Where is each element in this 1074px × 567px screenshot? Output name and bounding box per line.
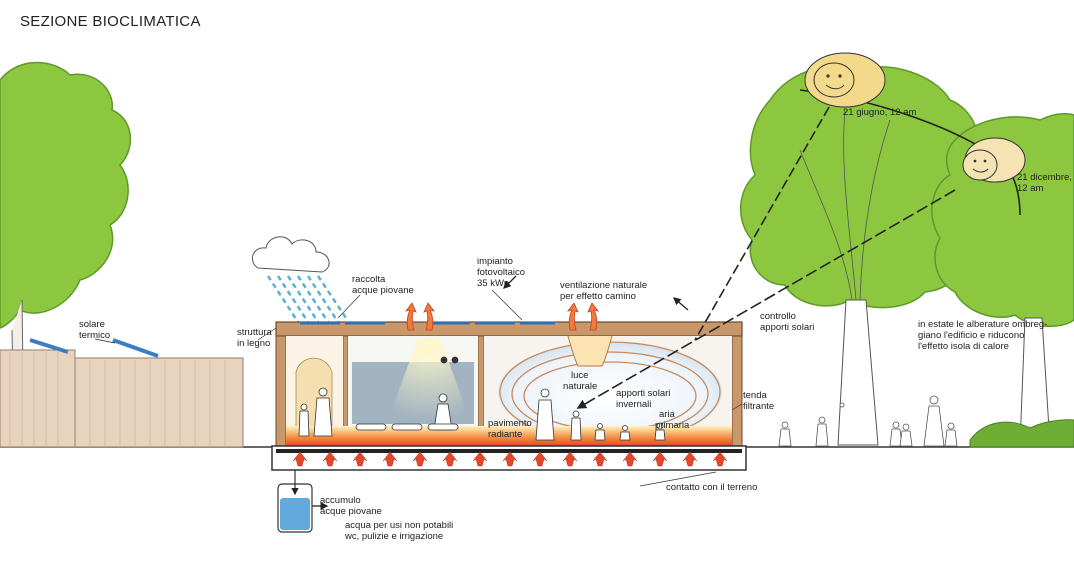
label-dicembre-2: 12 am [1017,183,1044,194]
label-kwp: 35 kWp [477,278,510,289]
summer-sun-ray [694,94,837,341]
annotation-arrows [312,275,689,510]
label-controllo: controllo [760,311,796,322]
label-camino: per effetto camino [560,291,636,302]
people-outside [778,395,958,447]
label-ventilazione: ventilazione naturale [560,280,648,291]
people-inside [298,356,666,441]
label-alberature-3: l'effetto isola di calore [918,341,1009,352]
label-fotovoltaico: fotovoltaico [477,267,526,278]
label-impianto: impianto [477,256,513,267]
leader-lines [257,289,743,487]
label-invernali: invernali [616,399,652,410]
ground-heat-arrows [292,451,728,467]
label-alberature-2: giano l'edificio e riducono [918,330,1025,341]
label-wc: wc, pulizie e irrigazione [345,531,444,542]
label-pavimento: pavimento [488,418,532,429]
label-giugno: 21 giugno, 12 am [843,107,917,118]
solar-thermal-panel [29,338,69,354]
winter-sun-ray [576,189,956,409]
label-acque-piovane: acque piovane [352,285,414,296]
label-accumulo: accumulo [320,495,361,506]
label-radiante: radiante [488,429,523,440]
solar-thermal-panel [112,338,159,358]
page-title: SEZIONE BIOCLIMATICA [20,13,201,30]
rain-cloud [251,236,348,323]
winter-sun [962,137,1026,183]
right-tree-1 [739,65,985,446]
label-raccolta: raccolta [352,274,386,285]
ventilation-arrows [405,302,599,331]
summer-sun [804,52,886,108]
label-acque-piovane-2: acque piovane [320,506,382,517]
label-apporti-solari: apporti solari [760,322,815,333]
furniture [355,423,459,431]
label-tenda: tenda [743,390,767,401]
label-alberature-1: in estate le alberature ombreg- [918,319,1048,330]
label-in-legno: in legno [237,338,271,349]
building [271,321,747,471]
label-luce: luce [571,370,589,381]
label-solare: solare [79,319,105,330]
label-apporti-solari-2: apporti solari [616,388,671,399]
label-acqua-usi: acqua per usi non potabili [345,520,454,531]
label-struttura: struttura [237,327,272,338]
neighbor-building [0,338,244,448]
label-termico: termico [79,330,111,341]
label-primaria: primaria [655,420,690,431]
label-aria: aria [659,409,675,420]
label-contatto: contatto con il terreno [666,482,758,493]
label-filtrante: filtrante [743,401,775,412]
label-naturale: naturale [563,381,598,392]
rainwater-tank [277,470,313,533]
label-dicembre-1: 21 dicembre, [1017,172,1072,183]
